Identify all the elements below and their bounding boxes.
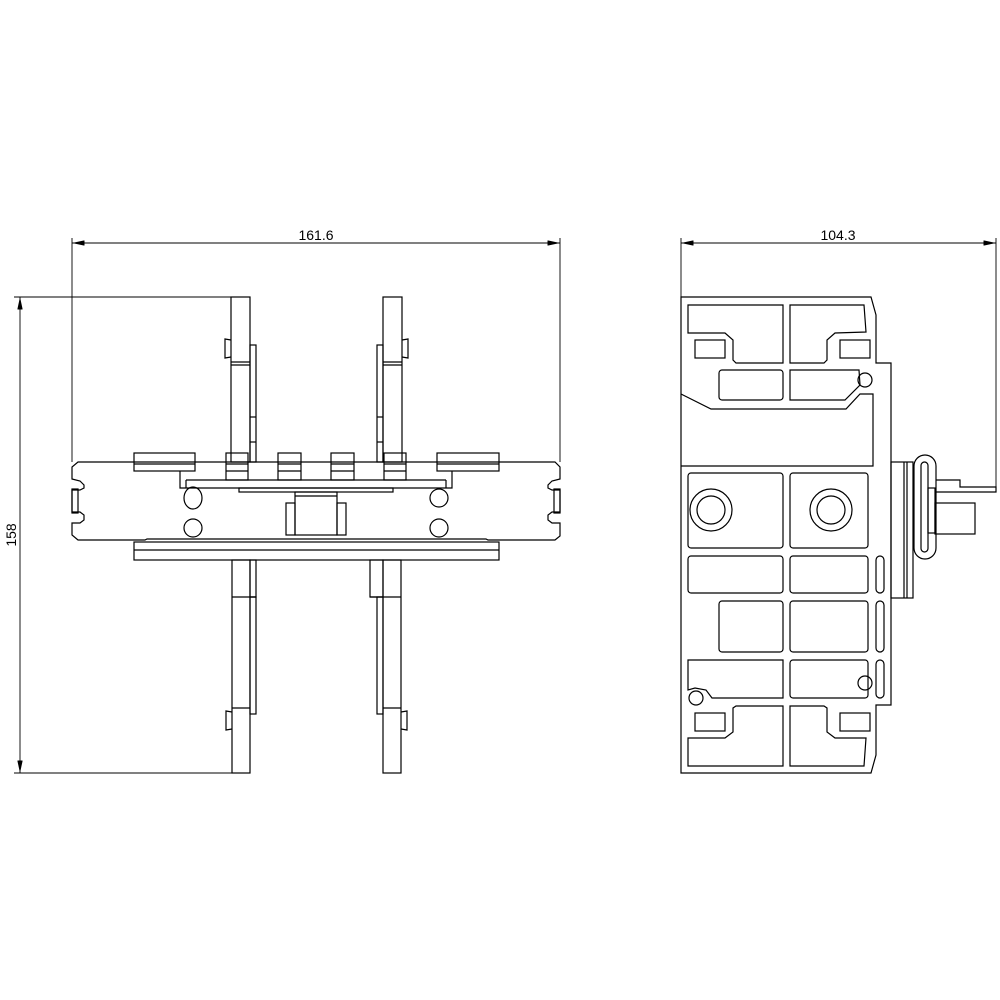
lower-terminal-right bbox=[369, 559, 408, 774]
front-view: 161.6 158 bbox=[3, 227, 561, 774]
side-body-outline bbox=[680, 296, 892, 774]
right-clip bbox=[553, 488, 561, 514]
rotary-handle-mechanism bbox=[890, 454, 997, 599]
side-view: 104.3 bbox=[680, 227, 997, 774]
height-dimension-label: 158 bbox=[3, 523, 19, 547]
busbar-blocks bbox=[133, 452, 500, 493]
lower-plate bbox=[133, 541, 500, 561]
base-plate bbox=[71, 461, 561, 541]
center-actuator bbox=[285, 491, 347, 536]
width-dimension: 161.6 bbox=[71, 227, 561, 462]
upper-terminal-left bbox=[224, 296, 257, 463]
mounting-holes bbox=[183, 486, 449, 538]
lower-terminal-left bbox=[225, 559, 257, 774]
side-pockets bbox=[687, 304, 885, 767]
depth-dimension-label: 104.3 bbox=[820, 227, 855, 243]
depth-dimension: 104.3 bbox=[680, 227, 997, 491]
width-dimension-label: 161.6 bbox=[298, 227, 333, 243]
upper-terminal-right bbox=[376, 296, 409, 463]
height-dimension: 158 bbox=[3, 296, 250, 774]
left-clip bbox=[71, 488, 79, 514]
